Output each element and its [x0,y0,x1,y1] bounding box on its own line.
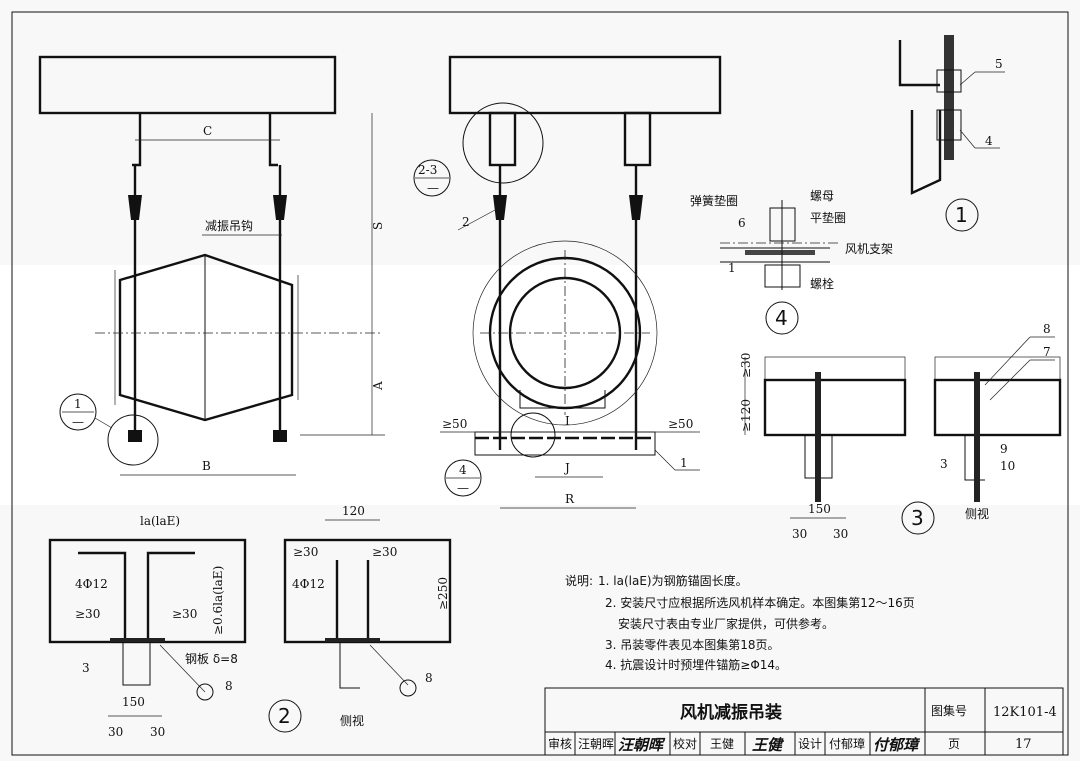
title-block: 风机减振吊装 图集号 12K101-4 审核 汪朝晖 汪朝晖 校对 王健 王健 … [544,687,1064,756]
svg-text:弹簧垫圈: 弹簧垫圈 [690,193,738,208]
svg-text:≥30: ≥30 [293,545,318,559]
svg-text:3: 3 [940,457,948,471]
svg-text:4Φ12: 4Φ12 [75,577,108,591]
front-view: 2-3 — 2 I ≥50 ≥50 1 J R 4 — [413,55,722,509]
svg-text:—: — [72,415,84,429]
svg-text:R: R [565,492,575,506]
dim-s: S [371,222,385,230]
svg-text:1: 1 [955,203,968,227]
svg-text:6: 6 [738,216,746,230]
svg-text:150: 150 [122,695,145,709]
svg-text:8: 8 [225,679,233,693]
ceiling-slab [38,55,337,115]
detail-1: 5 4 1 [898,35,1005,232]
detail-3: ≥30 ≥120 150 30 30 8 7 9 10 3 3 侧视 [739,322,1062,541]
ceiling-slab-2 [448,55,722,115]
svg-text:30: 30 [792,527,807,541]
svg-text:2. 安装尺寸应根据所选风机样本确定。本图集第12～16页: 2. 安装尺寸应根据所选风机样本确定。本图集第12～16页 [605,595,915,610]
svg-text:钢板 δ=8: 钢板 δ=8 [185,652,238,666]
svg-text:汪朝晖: 汪朝晖 [578,737,614,751]
svg-text:1: 1 [680,456,688,470]
left-view: C S A B 减振吊钩 1 — [38,55,385,476]
svg-text:≥30: ≥30 [739,353,753,378]
svg-text:≥250: ≥250 [436,577,450,610]
svg-text:设计: 设计 [798,737,822,751]
svg-text:2: 2 [278,704,291,728]
callout-1[interactable] [59,393,97,431]
svg-text:付郁璋: 付郁璋 [829,736,865,751]
drawing-title: 风机减振吊装 [680,702,782,723]
svg-text:2: 2 [462,215,470,229]
svg-text:30: 30 [833,527,848,541]
svg-text:4. 抗震设计时预埋件锚筋≥Φ14。: 4. 抗震设计时预埋件锚筋≥Φ14。 [605,657,787,672]
svg-text:≥30: ≥30 [372,545,397,559]
svg-text:3: 3 [911,506,924,530]
svg-text:5: 5 [995,57,1003,71]
svg-text:3: 3 [82,661,90,675]
svg-text:J: J [563,461,570,475]
svg-text:校对: 校对 [673,736,697,751]
svg-text:1: 1 [728,261,736,275]
svg-text:I: I [565,414,570,428]
svg-text:30: 30 [150,725,165,739]
detail-2: la(laE) 4Φ12 ≥30 ≥30 ≥0.6la(laE) 钢板 δ=8 … [48,504,452,739]
svg-text:螺栓: 螺栓 [810,276,834,291]
svg-text:图集号: 图集号 [931,703,967,718]
svg-text:安装尺寸表由专业厂家提供，可供参考。: 安装尺寸表由专业厂家提供，可供参考。 [618,616,834,631]
svg-text:审核: 审核 [548,736,572,751]
svg-text:侧视: 侧视 [340,713,364,728]
detail-4: 弹簧垫圈 螺母 6 平垫圈 风机支架 1 螺栓 4 [690,189,893,335]
svg-text:12K101-4: 12K101-4 [993,705,1057,720]
svg-text:8: 8 [1043,322,1051,336]
svg-text:120: 120 [342,504,365,518]
designer-signature: 付郁璋 [873,736,921,754]
hanger-label: 减振吊钩 [205,219,253,233]
svg-text:17: 17 [1015,737,1032,752]
svg-text:1. la(laE)为钢筋锚固长度。: 1. la(laE)为钢筋锚固长度。 [598,573,748,588]
svg-text:—: — [427,181,439,195]
svg-text:≥50: ≥50 [668,417,693,431]
svg-text:螺母: 螺母 [810,189,834,203]
svg-text:侧视: 侧视 [965,506,989,521]
svg-text:150: 150 [808,502,831,516]
svg-text:≥0.6la(laE): ≥0.6la(laE) [211,566,225,635]
svg-text:9: 9 [1000,442,1008,456]
svg-text:4Φ12: 4Φ12 [292,577,325,591]
svg-text:页: 页 [948,737,960,751]
svg-text:4: 4 [459,463,467,477]
svg-text:30: 30 [108,725,123,739]
dim-a: A [371,381,385,391]
dim-b: B [202,459,211,473]
svg-text:2-3: 2-3 [418,163,437,177]
svg-text:la(laE): la(laE) [140,514,180,528]
svg-text:4: 4 [775,306,788,330]
svg-text:4: 4 [985,134,993,148]
svg-text:风机支架: 风机支架 [845,242,893,256]
dim-c: C [203,124,212,138]
svg-text:—: — [457,481,469,495]
svg-text:7: 7 [1043,345,1051,359]
notes: 说明: 1. la(laE)为钢筋锚固长度。 2. 安装尺寸应根据所选风机样本确… [565,573,915,672]
checker-signature: 王健 [752,736,785,754]
callout-4[interactable] [444,459,482,497]
svg-text:≥120: ≥120 [739,399,753,432]
svg-text:≥30: ≥30 [75,607,100,621]
svg-text:平垫圈: 平垫圈 [810,210,846,225]
svg-text:王健: 王健 [710,737,734,751]
reviewer-signature: 汪朝晖 [618,736,666,754]
svg-text:1: 1 [74,397,82,411]
svg-text:说明:: 说明: [565,573,593,588]
callout-2-3[interactable] [413,159,451,197]
sheet-frame [11,11,1069,756]
svg-text:3. 吊装零件表见本图集第18页。: 3. 吊装零件表见本图集第18页。 [605,637,780,652]
svg-text:10: 10 [1000,459,1015,473]
svg-text:≥50: ≥50 [442,417,467,431]
svg-text:≥30: ≥30 [172,607,197,621]
svg-text:8: 8 [425,671,433,685]
